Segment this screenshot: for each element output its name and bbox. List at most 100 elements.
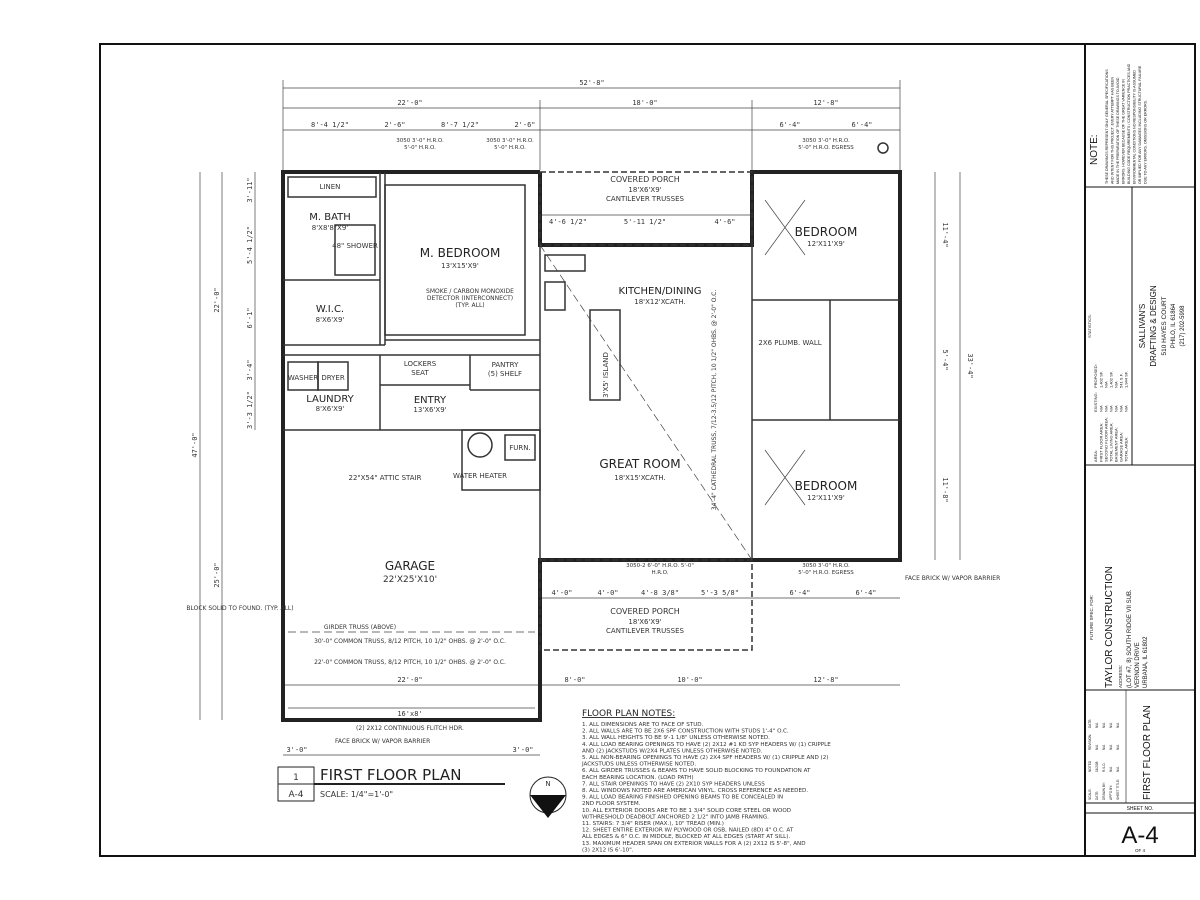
room-wic: W.I.C.: [316, 304, 344, 315]
stats-header: PROPOSED:: [1093, 364, 1098, 388]
window-callout-box: 3050 3'-0" H.R.O. 5'-0" H.R.O. EGRESS: [798, 138, 854, 151]
stats-cell: 1,402 SF.: [1099, 371, 1104, 388]
dimension-lines: [199, 80, 961, 756]
note-line: 11. STAIRS: 7 3/4" RISER (MAX.), 10" TRE…: [582, 821, 724, 827]
stats-cell: N/A: [1109, 405, 1114, 412]
stats-cell: TOTAL LIVING AREA:: [1109, 423, 1114, 463]
room-great-room: GREAT ROOM: [599, 457, 680, 471]
porch-note: CANTILEVER TRUSSES: [606, 627, 684, 635]
window-callout: 3050 3'-0" H.R.O. 5'-0" H.R.O.: [486, 138, 534, 151]
dim-garage: 3'-0": [512, 746, 533, 754]
plan-scale: SCALE: 1/4"=1'-0": [320, 790, 393, 799]
dryer: [317, 361, 349, 391]
window-callout-box: 3050 3'-0" H.R.O. 5'-0" H.R.O.: [396, 138, 444, 151]
stats-cell: N/A: [1104, 405, 1109, 412]
dim-left-detail: 3'-4": [246, 359, 254, 380]
dim-bottom: 22'-0": [397, 676, 422, 684]
info-cell: N/A: [1095, 744, 1099, 750]
stats-cell: 541 S.F.: [1119, 373, 1124, 388]
info-cell: N/A: [1116, 744, 1120, 750]
girder-truss-callout: GIRDER TRUSS (ABOVE): [324, 624, 396, 631]
window-callout: 3050 3'-0" H.R.O. 5'-0" H.R.O. EGRESS: [798, 138, 854, 151]
info-header: DATE:: [1088, 719, 1092, 728]
note-line: (3) 2X12 IS 6'-10".: [582, 847, 634, 853]
room-garage: GARAGE: [385, 559, 435, 573]
stats-cell: N/A: [1099, 405, 1104, 412]
dim-bottom: 10'-0": [677, 676, 702, 684]
room-size: 12'X11'X9': [807, 494, 845, 502]
cathedral-truss-label: 34'-4" CATHEDRAL TRUSS, 7/12-3.5/12 PITC…: [711, 290, 718, 511]
note-line: OR IMPLIED FOR ANY DAMAGES INCLUDING STR…: [1138, 65, 1142, 184]
dim-detail: 8'-4 1/2": [311, 121, 349, 129]
note-line: 4. ALL LOAD BEARING OPENINGS TO HAVE (2)…: [582, 742, 831, 748]
dim-porch: 5'-11 1/2": [624, 218, 666, 226]
notes-title: FLOOR PLAN NOTES:: [582, 709, 675, 719]
address-label: ADDRESS:: [1118, 665, 1123, 688]
note-line: ENVIRONMENTAL CONDITIONS NO RESPONSIBILI…: [1133, 70, 1137, 184]
room-size: 18'X6'X9': [628, 618, 661, 626]
dim-porch: 6'-4": [789, 589, 810, 597]
room-covered-porch-top: COVERED PORCH: [610, 175, 679, 184]
dim-left: 25'-0": [213, 562, 221, 587]
dim-detail: 6'-4": [851, 121, 872, 129]
firm-line: SALLIVAN'S: [1138, 304, 1147, 349]
room-laundry: LAUNDRY: [306, 394, 354, 405]
note-line: 3. ALL WALL HEIGHTS TO BE 9'-1 1/8" UNLE…: [582, 735, 770, 741]
info-header: REVISION:: [1088, 734, 1092, 750]
island-label: 3'X5' ISLAND: [602, 352, 610, 398]
info-cell: N/A: [1109, 722, 1113, 728]
svg-text:N: N: [545, 780, 550, 788]
title-block: NOTE: THESE DRAWINGS REPRESENT ONLY GENE…: [1085, 63, 1195, 853]
info-cell: N/A: [1109, 766, 1113, 772]
dryer-label: DRYER: [321, 374, 345, 382]
stats-header: EXISTING:: [1093, 392, 1098, 412]
sheet-count: OF 4: [1135, 848, 1145, 853]
note-line: 12. SHEET ENTIRE EXTERIOR W/ PLYWOOD OR …: [582, 828, 794, 834]
dim-porch: 4'-0": [551, 589, 572, 597]
room-kitchen-dining: KITCHEN/DINING: [618, 286, 701, 297]
info-cell: DRAWN BY:: [1102, 782, 1106, 800]
dim-right: 11'-8": [941, 477, 949, 502]
note-line: BUILDING CODE REQUIREMENTS / CONSTRUCTIO…: [1127, 63, 1131, 184]
dim-porch: 4'-0": [597, 589, 618, 597]
smoke-detector-label: SMOKE / CARBON MONOXIDE DETECTOR (INTERC…: [426, 288, 514, 309]
dim-detail: 2'-6": [514, 121, 535, 129]
dim-left-detail: 3'-3 1/2": [246, 391, 254, 429]
washer-label: WASHER: [288, 374, 318, 382]
note-line: AND (2) JACKSTUDS W/2X4 PLATES UNLESS OT…: [582, 748, 763, 754]
dim-top-2: 18'-0": [632, 99, 657, 107]
stats-cell: N/A: [1114, 405, 1119, 412]
info-header: NOTED: [1088, 760, 1092, 772]
note-title: NOTE:: [1089, 134, 1100, 165]
room-covered-porch-bottom: COVERED PORCH: [610, 607, 679, 616]
note-line: 10. ALL EXTERIOR DOORS ARE TO BE 1 3/4" …: [582, 808, 791, 814]
dim-porch: 5'-3 5/8": [701, 589, 739, 597]
dim-right: 11'-4": [941, 222, 949, 247]
note-line: THESE DRAWINGS REPRESENT ONLY GENERAL SP…: [1105, 69, 1109, 184]
room-size: 18'X12'XCATH.: [634, 298, 686, 306]
furnace: [504, 434, 536, 461]
dim-bottom: 8'-0": [564, 676, 585, 684]
room-size: 22'X25'X10': [383, 575, 437, 585]
kitchen-sink: [544, 254, 586, 272]
kitchen-island: [589, 309, 621, 401]
sheet-border: [99, 43, 1196, 857]
porch-note: CANTILEVER TRUSSES: [606, 195, 684, 203]
stats-cell: BASEMENT AREA:: [1114, 427, 1119, 462]
linen-label: LINEN: [320, 183, 341, 191]
note-line: EACH BEARING LOCATION. (LOAD PATH): [582, 775, 694, 781]
stats-cell: N/A: [1104, 381, 1109, 388]
note-line: AND INTENT FOR THIS PROJECT. EVERY ATTEM…: [1111, 77, 1115, 184]
disclaimer-note: THESE DRAWINGS REPRESENT ONLY GENERAL SP…: [1105, 63, 1148, 184]
dim-porch: 4'-8 3/8": [641, 589, 679, 597]
dim-overall: 52'-8": [579, 79, 604, 87]
project-address: (LOT #7, 8) SOUTH RIDGE VII SUB.VERNON D…: [1127, 589, 1149, 688]
dim-top-3: 12'-8": [813, 99, 838, 107]
truss-callout: 22'-0" COMMON TRUSS, 8/12 PITCH, 10 1/2"…: [314, 659, 506, 666]
dim-garage: 3'-0": [286, 746, 307, 754]
stats-cell: 1,402 SF.: [1109, 371, 1114, 388]
info-cell: 11/2/08: [1095, 761, 1099, 772]
callouts: 3050 3'-0" H.R.O. 5'-0" H.R.O. 3050 3'-0…: [186, 138, 1000, 745]
window-callout-box: 3050 3'-0" H.R.O. 5'-0" H.R.O.: [486, 138, 534, 151]
firm-line: (217) 202-5998: [1180, 305, 1186, 347]
